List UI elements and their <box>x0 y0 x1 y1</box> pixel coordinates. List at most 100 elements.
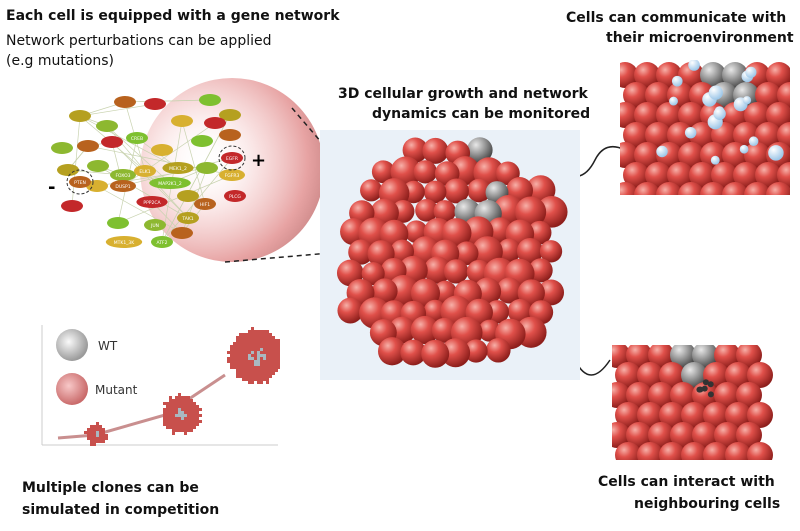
cell <box>681 402 707 428</box>
cell <box>689 122 715 148</box>
mutant-legend-label: Mutant <box>95 383 138 397</box>
signal-molecule <box>708 85 723 100</box>
network-node-fgfr3: FGFR3 <box>219 169 245 181</box>
network-node <box>86 180 108 192</box>
signal-molecule <box>745 66 757 78</box>
mutant-cell <box>421 339 450 368</box>
cell <box>645 162 671 188</box>
network-edge <box>71 115 81 207</box>
cell <box>766 62 790 88</box>
cell <box>678 142 704 168</box>
cell <box>714 382 740 408</box>
network-node-foxo3: FOXO3 <box>110 169 136 181</box>
mutant-cell <box>496 277 523 304</box>
network-node <box>61 200 83 212</box>
contact-marker <box>707 391 714 398</box>
mutant-cell <box>478 319 501 342</box>
cell <box>634 62 660 88</box>
cell <box>755 162 781 188</box>
growth-caption-line2: dynamics can be monitored <box>372 106 591 122</box>
cell <box>744 182 770 195</box>
pten-mutation-marker <box>66 169 94 195</box>
interact-caption-line2: neighbouring cells <box>634 496 781 512</box>
mutant-cell <box>443 178 469 204</box>
network-node <box>87 160 109 172</box>
mutant-cell <box>431 317 457 343</box>
cell <box>777 82 790 108</box>
wt-cell <box>467 137 493 163</box>
cell <box>703 442 729 460</box>
mutant-legend-icon <box>56 373 88 405</box>
mutant-cell <box>400 339 427 366</box>
microenvironment-inset <box>620 60 790 195</box>
network-node-mtk1_3k: MTK1_3K <box>105 236 143 248</box>
svg-text:JUN: JUN <box>150 223 159 229</box>
signal-molecule <box>671 75 683 87</box>
mutant-cell <box>372 278 398 304</box>
wt-legend-icon <box>56 329 88 361</box>
mutant-cell <box>539 240 563 263</box>
cell <box>703 402 729 428</box>
network-edge <box>111 141 189 219</box>
cell <box>620 62 638 88</box>
perturbation-caption-line1: Network perturbations can be applied <box>6 33 272 49</box>
svg-text:HIF1: HIF1 <box>200 202 210 208</box>
cell <box>634 182 660 195</box>
cell <box>703 362 729 388</box>
mutant-cell <box>423 180 447 204</box>
network-node-ppp2ca: PPP2CA <box>136 196 168 208</box>
svg-text:DUSP1: DUSP1 <box>115 184 130 190</box>
signal-molecule <box>684 126 697 139</box>
cell <box>667 162 693 188</box>
network-node <box>177 190 199 202</box>
cell <box>626 382 652 408</box>
cell <box>736 345 762 368</box>
cell <box>615 402 641 428</box>
cell <box>620 182 638 195</box>
network-node-dusp1: DUSP1 <box>110 180 136 192</box>
cell <box>637 442 663 460</box>
cell <box>747 442 773 460</box>
cell <box>648 345 674 368</box>
cell <box>620 142 638 168</box>
mutant-cell <box>441 338 471 368</box>
mutant-cell <box>377 337 407 366</box>
network-node <box>77 140 99 152</box>
network-edge <box>181 120 206 205</box>
mutant-cell <box>464 339 488 363</box>
mutant-cell <box>423 299 447 323</box>
network-node-creb: CREB <box>126 132 148 144</box>
gene-network-diagram: PTENEGFRFGFR3MAP2K1_2MEK1_2FOXO3DUSP1PPP… <box>48 78 324 262</box>
cell <box>670 422 696 448</box>
mutant-cell <box>413 160 437 184</box>
mutant-cell <box>371 160 395 184</box>
cell <box>648 422 674 448</box>
cell <box>755 82 781 108</box>
mutant-cell <box>433 200 456 223</box>
cell <box>722 182 748 195</box>
cell <box>681 362 707 388</box>
svg-text:MTK1_3K: MTK1_3K <box>114 240 136 246</box>
mutant-cell <box>410 315 439 345</box>
cell <box>692 422 718 448</box>
mutant-cell <box>497 238 522 263</box>
cell <box>648 382 674 408</box>
cell <box>678 102 704 128</box>
neighbour-inset <box>612 345 773 460</box>
wt-legend-label: WT <box>98 339 118 353</box>
cell <box>670 382 696 408</box>
network-node <box>107 217 129 229</box>
cell <box>733 162 759 188</box>
plus-sign: + <box>251 150 266 171</box>
network-node <box>219 109 241 121</box>
cell <box>736 382 762 408</box>
network-node <box>196 162 218 174</box>
signal-molecule <box>713 107 726 120</box>
growth-caption-line1: 3D cellular growth and network <box>338 86 588 102</box>
cell <box>747 362 773 388</box>
clone-colony <box>227 327 280 384</box>
cell <box>766 182 790 195</box>
signal-molecule <box>656 145 668 158</box>
network-node <box>69 110 91 122</box>
cell <box>711 162 737 188</box>
